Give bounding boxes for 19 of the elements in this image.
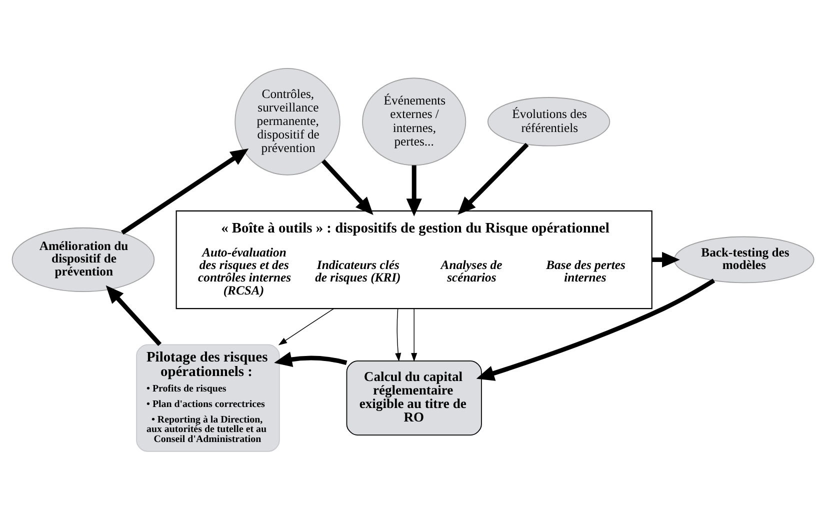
arrow [652,252,680,268]
arrow [476,278,716,381]
arrow [106,285,162,346]
arrow [411,308,418,362]
arrow [278,308,334,346]
node-box: « Boîte à outils » : dispositifs de gestion du Risque opérationnel Auto-évaluation des risques et des contrôles internes (RCSA) Indicateurs clés de risques (KRI) Analyses de scénarios Base des pertes internes [176,210,652,310]
arrow [321,159,374,215]
arrow [395,308,402,362]
arrow [274,352,348,368]
node-ellipse: Back-testing des modèles [674,236,814,284]
node-box: Calcul du capital réglementaire exigible au titre de RO [346,360,482,436]
arrow [406,165,422,216]
arrow [120,148,249,235]
node-ellipse: Évolutions des référentiels [487,97,610,146]
node-box: Pilotage des risques opérationnels : • Profits de risques • Plan d'actions correctrices • Reporting à la Direction, aux autorités de tutelle et au Conseil d'Administration [136,344,280,452]
node-ellipse: Amélioration du dispositif de prévention [12,227,155,292]
arrow [458,142,529,215]
node-ellipse: Événements externes / internes, pertes... [362,78,466,166]
node-circle: Contrôles, surveillance permanente, dispositif de prévention [234,68,340,176]
